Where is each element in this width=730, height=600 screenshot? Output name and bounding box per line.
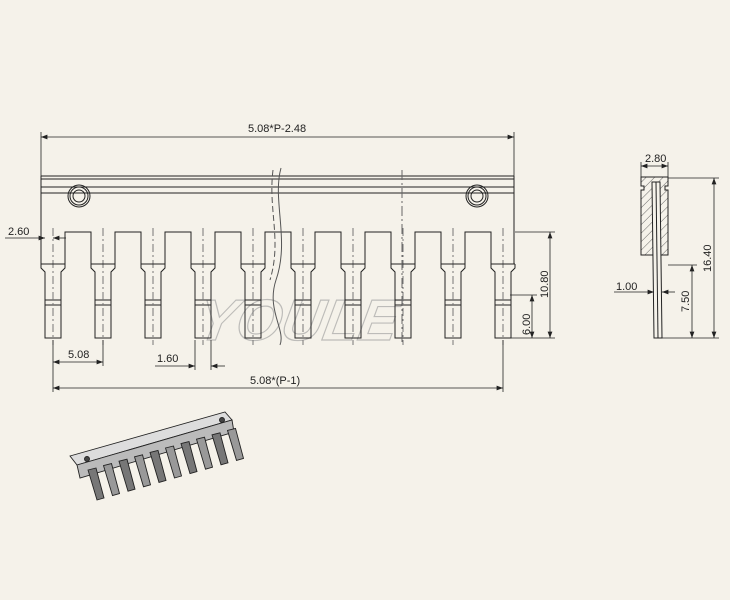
dim-edge-offset: 2.60 <box>8 226 29 238</box>
dimensions-side <box>614 162 719 339</box>
dim-pin-extension: 7.50 <box>680 291 692 312</box>
pin <box>340 264 366 339</box>
dim-total-height: 16.40 <box>702 244 714 272</box>
iso-pin <box>118 458 136 492</box>
dimensions-front <box>5 132 555 392</box>
pin <box>390 264 416 339</box>
iso-pin <box>87 467 105 501</box>
dim-pitch-span: 5.08*(P-1) <box>250 375 300 387</box>
pin <box>90 264 116 339</box>
pin <box>140 264 166 339</box>
watermark-logo: YOULE <box>193 288 406 353</box>
isometric-view <box>69 411 245 501</box>
pin <box>290 264 316 339</box>
pin <box>490 264 516 339</box>
pin <box>40 264 66 339</box>
dim-pin-height: 10.80 <box>539 270 551 298</box>
dim-pin-tip-length: 6.00 <box>521 314 533 335</box>
iso-pin <box>164 445 183 479</box>
pin <box>240 264 266 339</box>
iso-pin <box>211 432 229 466</box>
dim-pin-thickness: 1.00 <box>616 281 637 293</box>
dim-overall-length: 5.08*P-2.48 <box>248 123 306 135</box>
iso-pin <box>133 454 152 488</box>
mounting-hole-right <box>465 184 489 208</box>
iso-pin <box>226 427 245 461</box>
pin <box>190 264 216 339</box>
dim-pin-width: 1.60 <box>157 353 178 365</box>
iso-pin <box>195 436 214 470</box>
iso-pin <box>149 449 167 483</box>
slot-outline <box>41 231 515 265</box>
break-line <box>272 167 283 346</box>
front-view <box>40 167 516 346</box>
side-view <box>640 176 669 339</box>
iso-pin <box>102 463 121 497</box>
mounting-hole-left <box>67 184 91 208</box>
dim-side-width: 2.80 <box>645 153 666 165</box>
dim-pin-pitch: 5.08 <box>68 349 89 361</box>
pin <box>440 264 466 339</box>
iso-pin <box>180 441 198 475</box>
